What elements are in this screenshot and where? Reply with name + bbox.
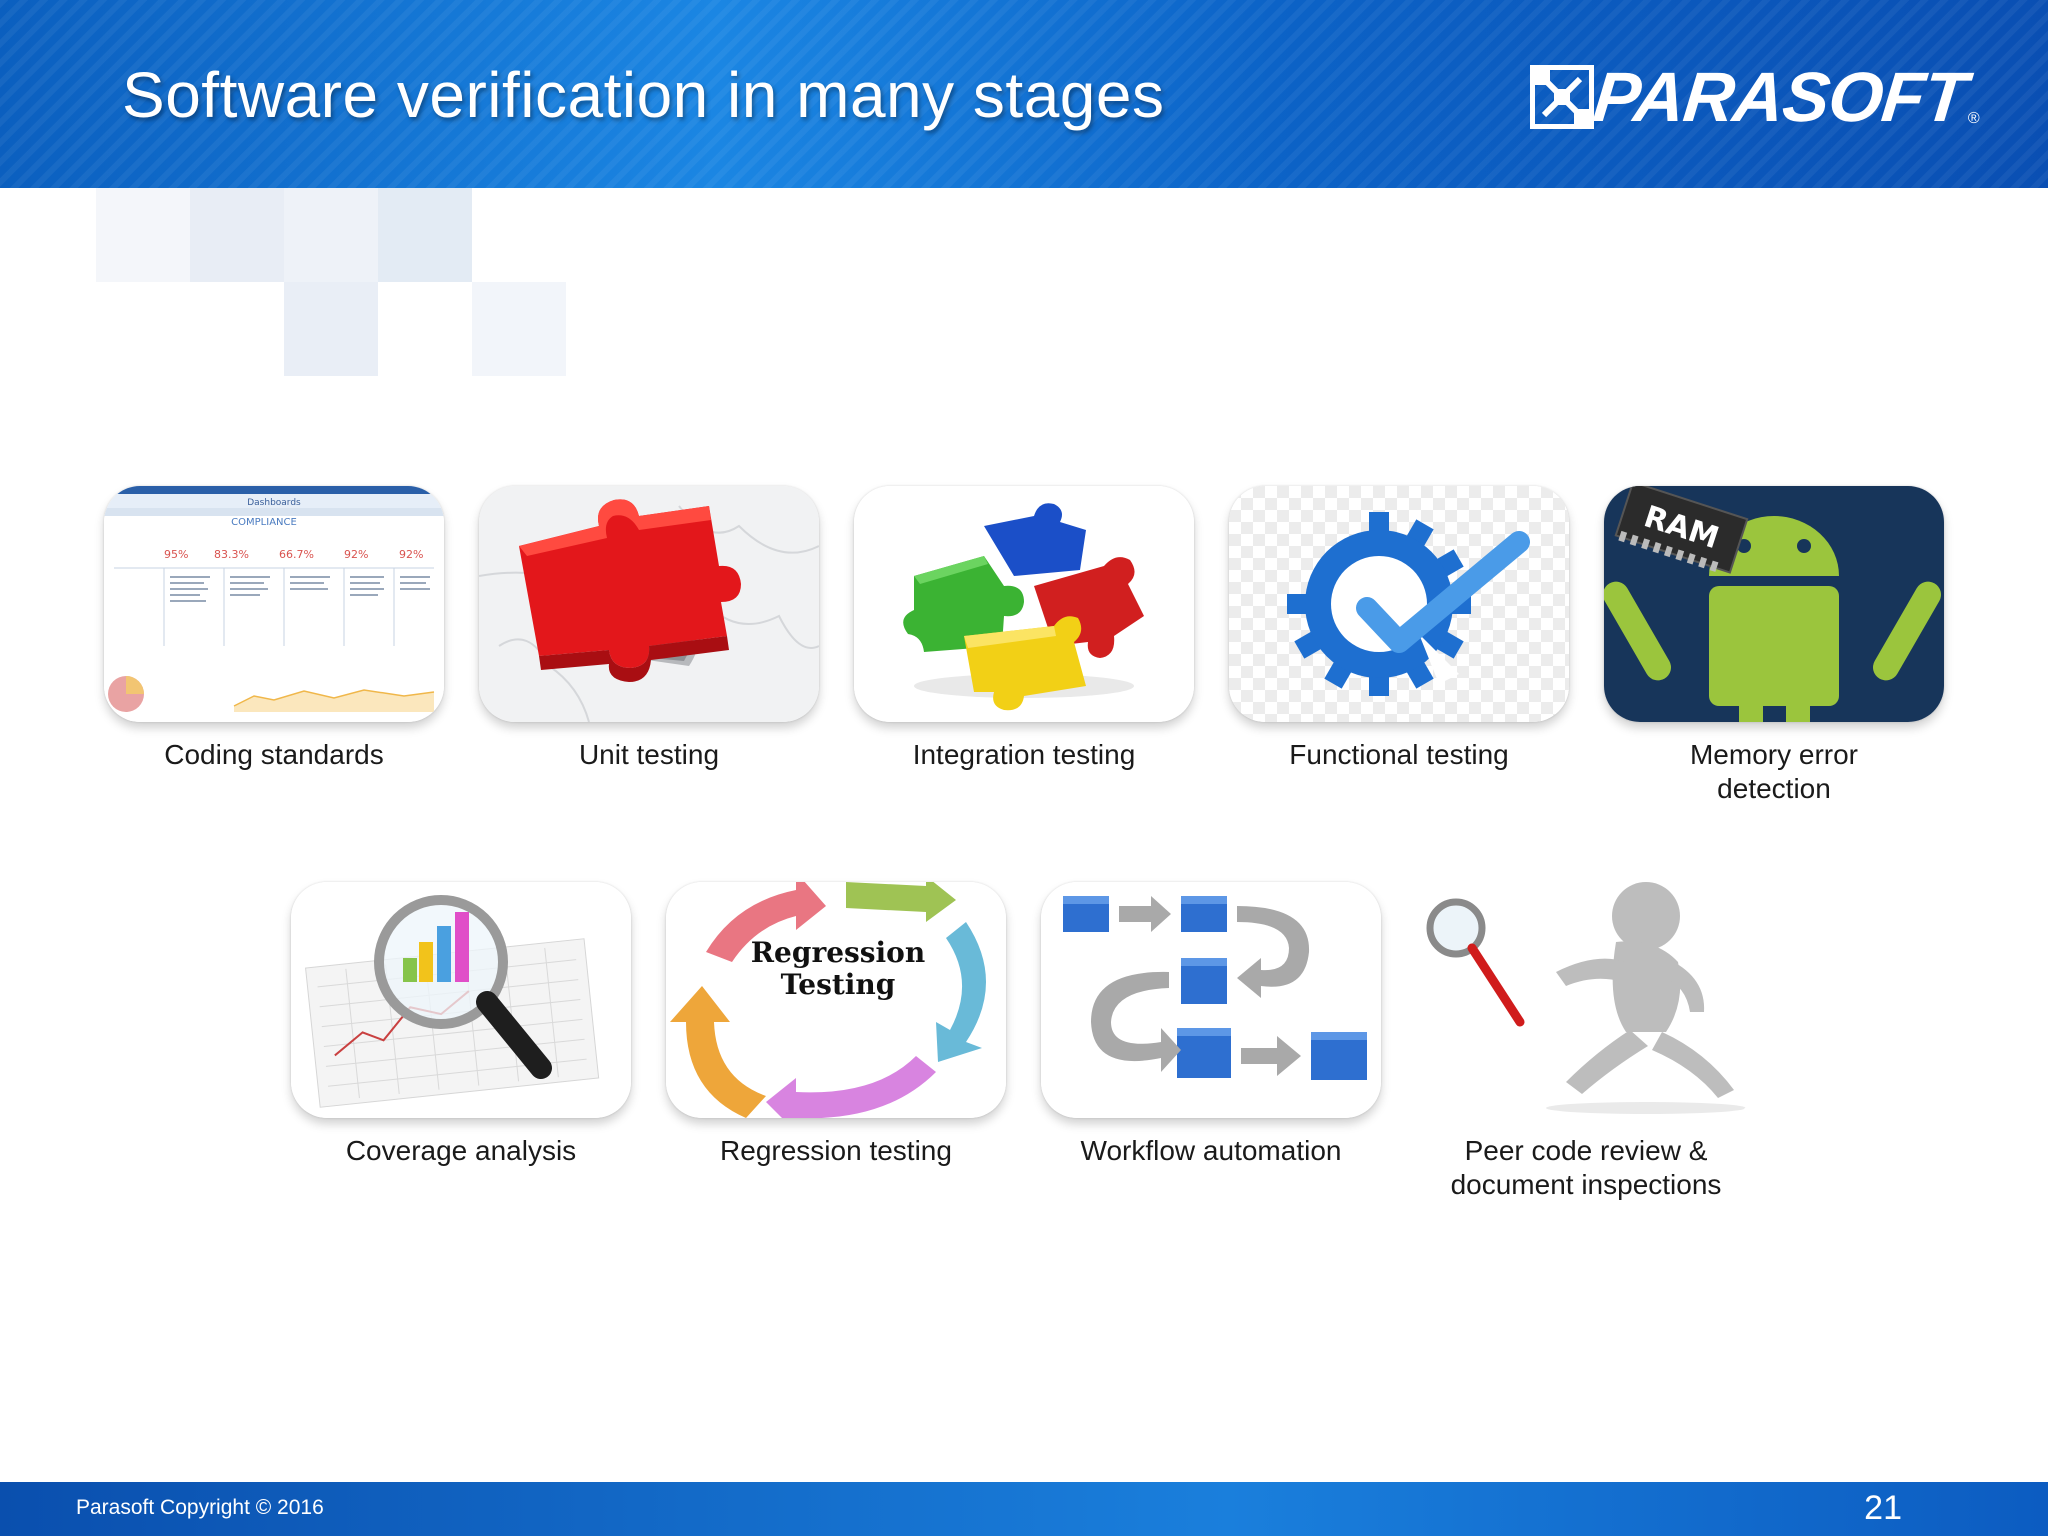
regression-cycle-icon: Regression Testing	[666, 882, 1006, 1118]
tile-memory-error-detection: RAM Memory error detection	[1604, 486, 1944, 806]
decorative-squares	[0, 188, 600, 388]
logo-wordmark: PARASOFT	[1589, 58, 1970, 136]
caption-workflow-automation: Workflow automation	[1080, 1135, 1342, 1166]
slide-title: Software verification in many stages	[122, 59, 1165, 131]
tile-integration-testing: Integration testing	[854, 486, 1194, 772]
gear-checkmark-icon	[1229, 486, 1569, 722]
header-banner: Software verification in many stages PAR…	[0, 0, 2048, 188]
workflow-blocks-icon	[1041, 882, 1381, 1118]
android-ram-icon: RAM	[1604, 486, 1944, 722]
caption-unit-testing: Unit testing	[578, 739, 720, 770]
caption-regression-testing: Regression testing	[720, 1135, 952, 1166]
stat-5: 92%	[399, 548, 423, 561]
dashboard-title: Dashboards	[247, 498, 301, 508]
tile-coding-standards: Dashboards COMPLIANCE 95% 83.3% 66.7% 92…	[104, 486, 444, 772]
tile-coverage-analysis: Coverage analysis	[291, 882, 631, 1168]
footer-copyright: Parasoft Copyright © 2016	[76, 1496, 324, 1519]
stat-3: 66.7%	[279, 548, 314, 561]
caption-coding-standards: Coding standards	[164, 739, 384, 770]
tile-unit-testing: Unit testing	[479, 486, 819, 772]
figure-magnifier-icon	[1416, 882, 1756, 1118]
tile-workflow-automation: Workflow automation	[1041, 882, 1381, 1168]
magnifier-chart-icon	[291, 882, 631, 1118]
puzzle-cluster-icon	[854, 486, 1194, 722]
tile-functional-testing: Functional testing	[1229, 486, 1569, 772]
tile-regression-testing: Regression Testing Regression testing	[666, 882, 1006, 1168]
caption-integration-testing: Integration testing	[912, 739, 1136, 770]
page-number: 21	[1864, 1489, 1902, 1527]
parasoft-logo: PARASOFT ®	[1530, 58, 1980, 136]
stat-1: 95%	[164, 548, 188, 561]
parasoft-logo-icon	[1530, 65, 1594, 129]
header-texture	[0, 0, 2048, 188]
logo-registered: ®	[1967, 110, 1980, 127]
caption-functional-testing: Functional testing	[1289, 739, 1509, 770]
tile-peer-code-review: Peer code review & document inspections	[1416, 882, 1756, 1202]
dashboard-subtitle: COMPLIANCE	[231, 517, 297, 528]
caption-memory-error-detection: Memory error detection	[1689, 739, 1858, 804]
footer-bar: Parasoft Copyright © 2016 21	[0, 1482, 2048, 1536]
stat-2: 83.3%	[214, 548, 249, 561]
caption-peer-code-review: Peer code review & document inspections	[1450, 1135, 1722, 1200]
regression-label-1: Regression	[751, 936, 925, 969]
regression-label-2: Testing	[781, 968, 896, 1001]
stat-4: 92%	[344, 548, 368, 561]
puzzle-piece-icon	[479, 486, 819, 722]
caption-coverage-analysis: Coverage analysis	[345, 1135, 577, 1166]
dashboard-screenshot-icon: Dashboards COMPLIANCE 95% 83.3% 66.7% 92…	[104, 486, 444, 722]
